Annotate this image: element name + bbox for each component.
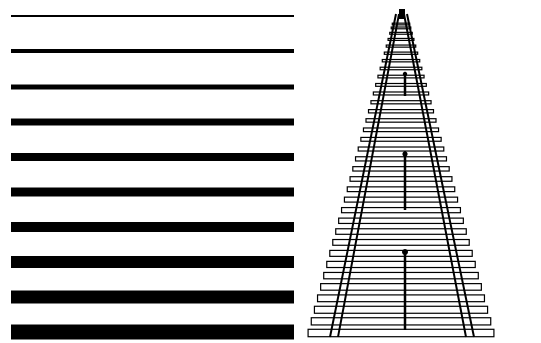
stripe-line	[11, 85, 294, 90]
person-head	[402, 151, 407, 156]
person-head	[403, 72, 407, 76]
track-tie	[386, 45, 415, 47]
railroad-track-panel	[300, 0, 541, 343]
distant-train-icon	[399, 9, 405, 19]
stripe-line	[11, 153, 294, 161]
person-head	[402, 249, 408, 255]
stripe-line	[11, 291, 294, 304]
stripe-line	[11, 256, 294, 268]
stripe-line	[11, 15, 294, 17]
stripe-line	[11, 325, 294, 340]
horizontal-stripes-panel	[0, 0, 300, 343]
stripe-line	[11, 49, 294, 53]
stripe-line	[11, 188, 294, 197]
stripe-line	[11, 222, 294, 232]
stripe-line	[11, 119, 294, 126]
